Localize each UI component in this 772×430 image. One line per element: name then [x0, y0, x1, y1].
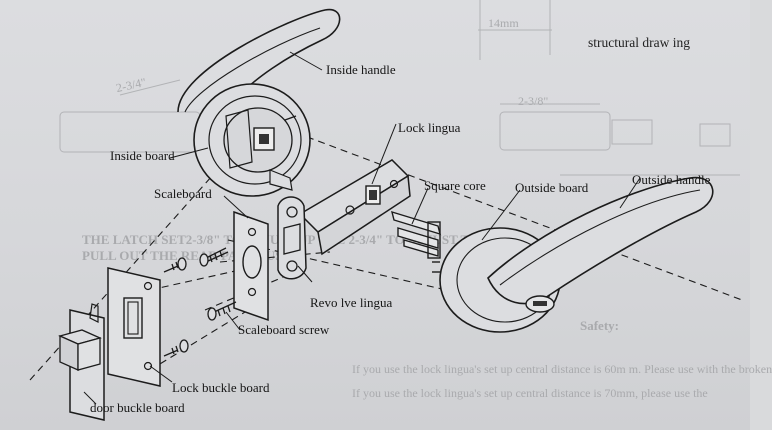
- label-inside-handle: Inside handle: [326, 62, 396, 77]
- door-buckle-board: [58, 303, 105, 421]
- background-technical-lines: [59, 0, 740, 176]
- lock-buckle-screw-bottom: [163, 339, 189, 357]
- page-title: structural draw ing: [588, 35, 690, 50]
- label-inside-board: Inside board: [110, 148, 175, 163]
- scaleboard-screw-bottom: [207, 301, 237, 321]
- label-leader-lines: [83, 51, 641, 405]
- instruction-line-3: If you use the lock lingua's set up cent…: [352, 362, 772, 376]
- dimension-text-top: 14mm: [488, 16, 519, 30]
- square-core: [391, 210, 441, 259]
- label-revolve-lingua: Revo lve lingua: [310, 295, 393, 310]
- label-lock-lingua: Lock lingua: [398, 120, 461, 135]
- label-square-core: Square core: [424, 178, 486, 193]
- label-door-buckle-board: door buckle board: [90, 400, 185, 415]
- label-outside-handle: Outside handle: [632, 172, 711, 187]
- inside-handle: [177, 8, 341, 113]
- lock-lingua-latch: [298, 159, 411, 256]
- lock-buckle-screw-top: [163, 257, 187, 273]
- scaleboard-screw-top: [199, 247, 229, 267]
- instruction-line-4: If you use the lock lingua's set up cent…: [352, 386, 708, 400]
- safety-heading: Safety:: [580, 318, 619, 333]
- lock-buckle-board: [107, 267, 161, 387]
- revolve-lingua-plate: [277, 196, 307, 280]
- label-scaleboard: Scaleboard: [154, 186, 212, 201]
- label-outside-board: Outside board: [515, 180, 589, 195]
- scaleboard-plate: [233, 210, 269, 322]
- label-scaleboard-screw: Scaleboard screw: [238, 322, 330, 337]
- exploded-lock-diagram: [29, 0, 743, 421]
- label-lock-buckle-board: Lock buckle board: [172, 380, 270, 395]
